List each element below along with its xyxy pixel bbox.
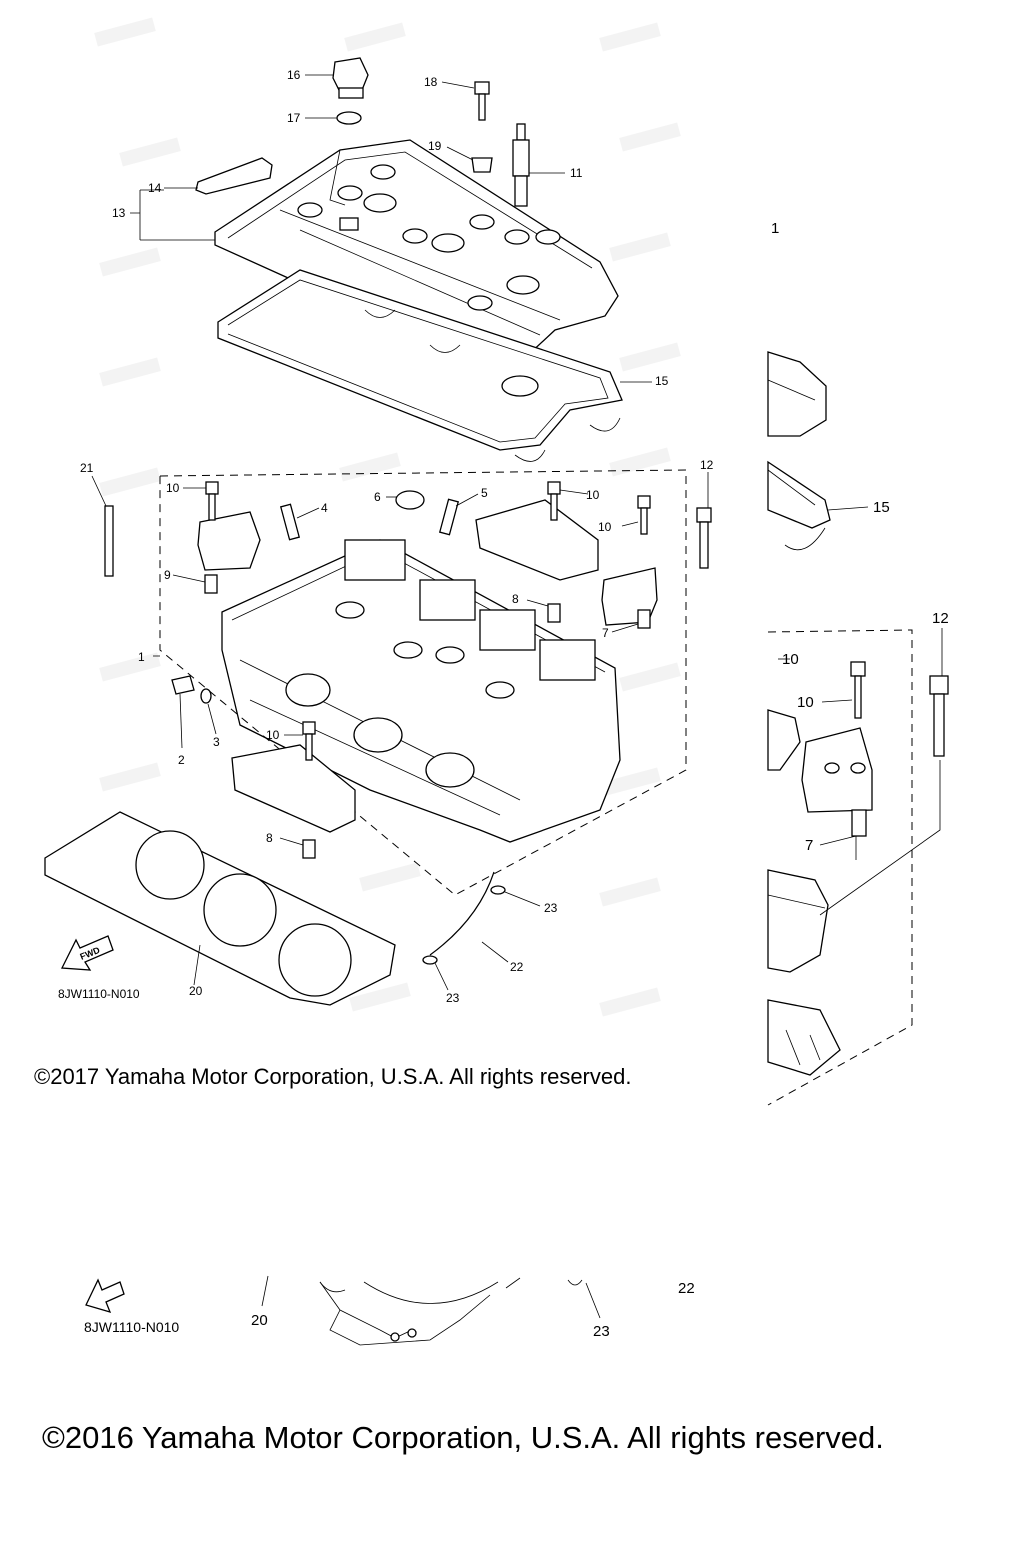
fwd-arrow-icon: FWD [60, 935, 114, 971]
copyright-lower: ©2016 Yamaha Motor Corporation, U.S.A. A… [42, 1420, 884, 1455]
drawing-code-lower: 8JW1110-N010 [84, 1319, 180, 1335]
side-callout-10b: 10 [797, 694, 814, 711]
callout-15: 15 [655, 374, 669, 388]
drawing-code-main: 8JW1110-N010 [58, 987, 140, 1001]
oil-filler-cap [332, 57, 369, 99]
callout-21: 21 [80, 461, 94, 475]
cam-cap-upper-right [475, 499, 599, 581]
o-ring-17 [336, 111, 362, 125]
callout-8b: 8 [266, 831, 273, 845]
callout-10b: 10 [266, 728, 280, 742]
valve-cover-gasket [217, 269, 623, 462]
exploded-boundary [159, 469, 687, 896]
valve-cover [214, 139, 619, 371]
bracket-14 [195, 157, 273, 195]
callout-8: 8 [512, 592, 519, 606]
callout-5: 5 [481, 486, 488, 500]
cylinder-head [221, 539, 621, 843]
bolt-10 [547, 481, 561, 521]
stud-bolt-21 [104, 505, 114, 577]
callout-23a: 23 [544, 901, 558, 915]
leader-lines [91, 74, 709, 991]
callout-14: 14 [148, 181, 162, 195]
bolt-10 [205, 481, 219, 521]
dowel-9 [204, 574, 218, 594]
callout-7: 7 [602, 626, 609, 640]
copyright-main: ©2017 Yamaha Motor Corporation, U.S.A. A… [34, 1064, 632, 1089]
plug-6 [395, 490, 425, 510]
side-callout-12: 12 [932, 610, 949, 627]
side-callout-1: 1 [771, 220, 779, 237]
head-gasket [44, 811, 396, 1006]
callout-12: 12 [700, 458, 714, 472]
callout-2: 2 [178, 753, 185, 767]
grommet-19 [471, 157, 493, 173]
side-detail [767, 351, 949, 1106]
callout-22: 22 [510, 960, 524, 974]
guide-4 [279, 503, 301, 541]
dowel-7 [637, 609, 651, 629]
dowel-8 [547, 603, 561, 623]
lower-callout-20: 20 [251, 1312, 268, 1329]
callouts-side: 1 15 12 10 10 7 [771, 220, 949, 854]
callout-10a: 10 [166, 481, 180, 495]
hose-clamp [490, 885, 506, 895]
spark-plug [512, 123, 530, 207]
guide-5 [438, 498, 460, 536]
side-callout-15: 15 [873, 499, 890, 516]
hose-clamp [422, 955, 438, 965]
bolt-10 [302, 721, 316, 761]
callouts-main: 1 2 3 4 5 6 7 8 8 9 10 10 10 10 10 11 12… [80, 68, 714, 1005]
bolt-18 [474, 81, 490, 121]
callout-3: 3 [213, 735, 220, 749]
washer-3 [200, 688, 212, 704]
dowel-8 [302, 839, 316, 859]
cam-cap-upper-left [197, 511, 261, 571]
callout-20: 20 [189, 984, 203, 998]
callout-19: 19 [428, 139, 442, 153]
callouts-lower: 20 22 23 [251, 1280, 695, 1340]
callout-23b: 23 [446, 991, 460, 1005]
callout-18: 18 [424, 75, 438, 89]
callout-16: 16 [287, 68, 301, 82]
bolt-12 [696, 507, 712, 569]
side-callout-7: 7 [805, 837, 813, 854]
lower-callout-22: 22 [678, 1280, 695, 1297]
callout-10c: 10 [586, 488, 600, 502]
callout-4: 4 [321, 501, 328, 515]
side-callout-10a: 10 [782, 651, 799, 668]
lower-detail [85, 1275, 601, 1346]
breather-hose [429, 871, 495, 956]
callout-6: 6 [374, 490, 381, 504]
cam-cap-lower [231, 744, 356, 833]
callout-10d: 10 [598, 520, 612, 534]
callout-13: 13 [112, 206, 126, 220]
bolt-2 [171, 675, 195, 695]
callout-9: 9 [164, 568, 171, 582]
callout-11: 11 [570, 166, 583, 180]
lower-callout-23: 23 [593, 1323, 610, 1340]
watermark-pattern [94, 17, 681, 1017]
bolt-10 [637, 495, 651, 535]
callout-1: 1 [138, 650, 145, 664]
callout-17: 17 [287, 111, 301, 125]
